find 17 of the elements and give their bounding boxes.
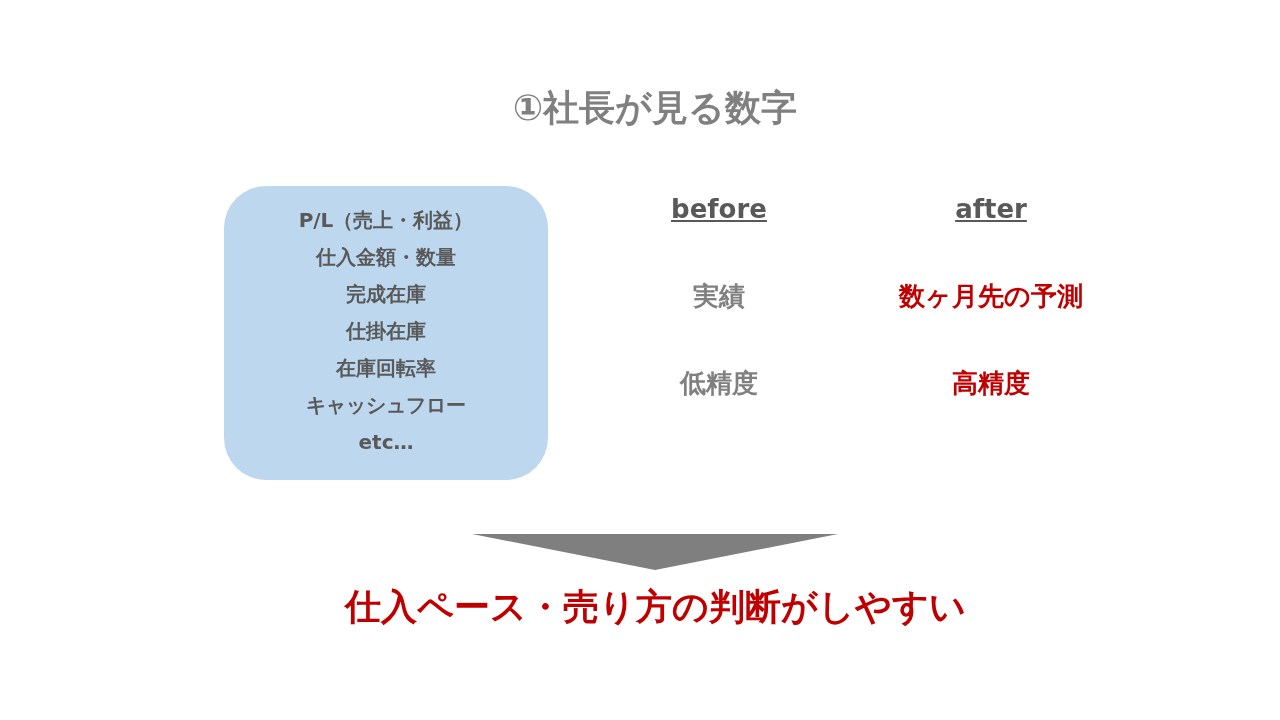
comparison-text: 数ヶ月先の予測 [899,279,1083,313]
column-heading: after [955,194,1027,224]
list-item: etc… [358,430,414,454]
comparison-text: 高精度 [952,366,1030,400]
rounded-box [224,186,548,480]
list-item: 完成在庫 [346,280,426,308]
list-item: 仕掛在庫 [346,317,426,345]
comparison-text: 実績 [693,279,745,313]
list-item: P/L（売上・利益） [298,206,474,234]
down-arrow [472,534,838,570]
conclusion-text: 仕入ペース・売り方の判断がしやすい [275,572,1035,642]
comparison-text: 低精度 [680,366,758,400]
column-heading: before [671,194,767,224]
list-item: 在庫回転率 [336,354,436,382]
list-item: 仕入金額・数量 [316,243,456,271]
title: ①社長が見る数字 [512,85,798,130]
list-item: キャッシュフロー [306,391,466,419]
